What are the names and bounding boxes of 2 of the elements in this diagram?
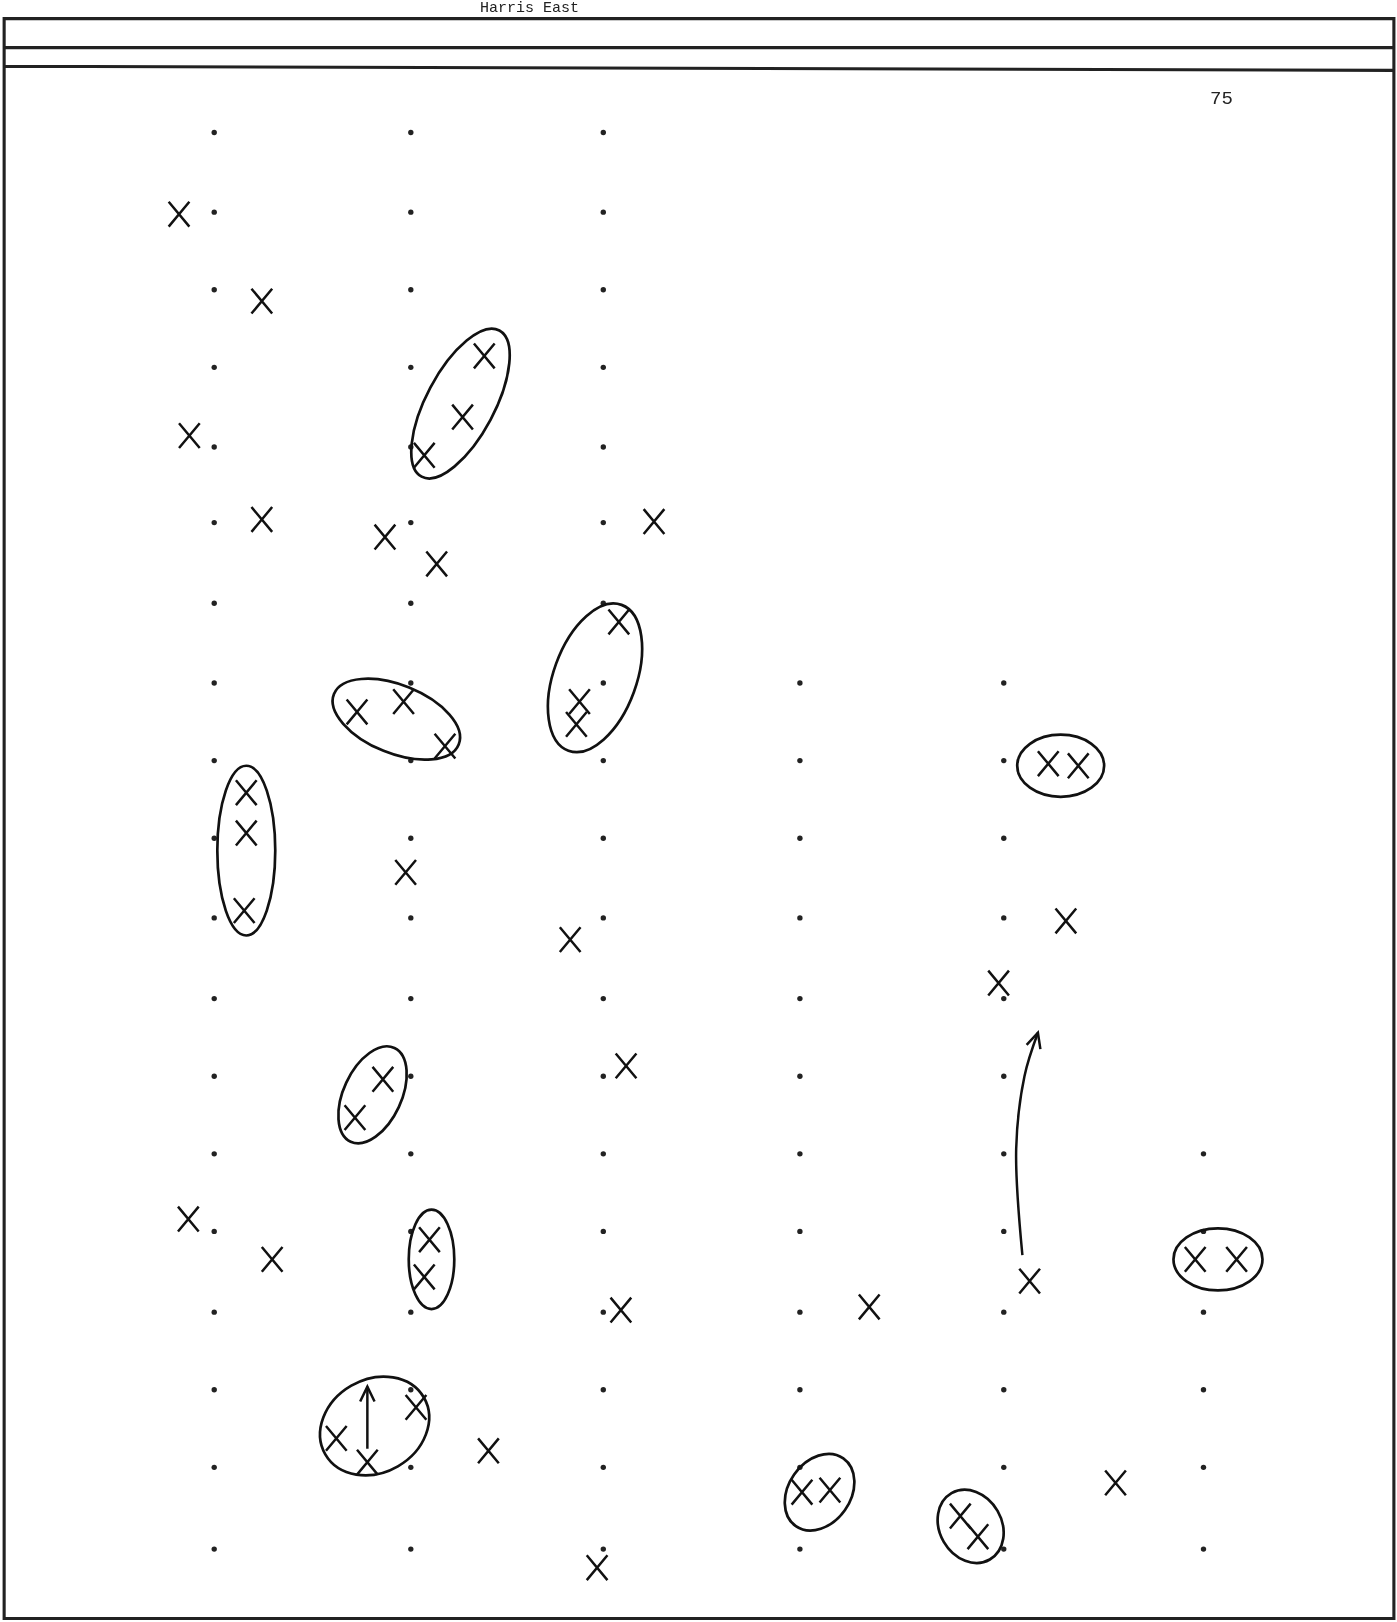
page-number: 75 [1210, 88, 1233, 110]
header-title: Harris East [480, 0, 580, 17]
